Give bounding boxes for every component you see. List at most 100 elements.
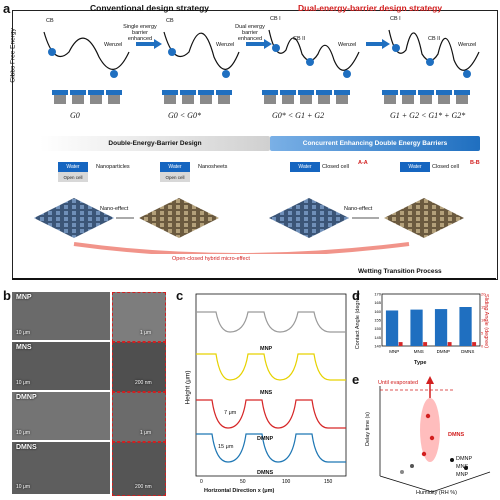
cb-label: CB	[46, 18, 54, 24]
formula-3: G0* < G1 + G2	[272, 111, 325, 120]
sample-name-dmnp: DMNP	[16, 394, 37, 401]
scale-left-mnp: 10 μm	[16, 330, 30, 336]
wenzel-label: Wenzel	[338, 42, 357, 48]
y-left-tick: 170	[374, 292, 381, 297]
open-cell-label: Open cell	[160, 172, 190, 182]
annot-7um: 7 μm	[224, 410, 237, 416]
category-label-dmnp: DMNP	[437, 349, 450, 354]
pillar-arrays-svg	[34, 198, 464, 254]
conventional-title: Conventional design strategy	[90, 3, 210, 13]
panel-d-xlabel: Type	[414, 360, 427, 366]
delay-time-3d-chart	[379, 376, 491, 493]
wenzel-label: Wenzel	[216, 42, 235, 48]
panel-e-label: e	[352, 372, 360, 387]
panel-c-label: c	[176, 288, 184, 303]
arrow-head	[264, 39, 272, 49]
panel-a-label: a	[3, 1, 11, 16]
pillar-array-dmns	[384, 198, 464, 238]
height-profile-chart: 0 50 100 150	[195, 293, 347, 484]
section-bb: B-B	[470, 160, 480, 166]
open-cell-label: Open cell	[58, 172, 88, 182]
energy-curve-2	[163, 31, 240, 70]
3d-axis-base	[379, 471, 491, 493]
nanosheets-label: Nanosheets	[198, 164, 228, 170]
series-label-mnp: MNP	[260, 346, 273, 352]
water-label: Water	[160, 162, 190, 172]
droplet-ball	[110, 70, 118, 78]
dual-enhanced-text: Dual energy barrier enhanced	[235, 24, 265, 42]
water-label: Water	[400, 162, 430, 172]
pillar-array-np	[34, 198, 114, 238]
series-label-mns: MNS	[260, 390, 273, 396]
data-point-mnp	[400, 470, 404, 474]
dmns-highlight	[420, 398, 440, 462]
microstructure-row	[52, 90, 470, 104]
scale-right-mnp: 1 μm	[140, 330, 152, 336]
scale-right-dmnp: 1 μm	[140, 430, 152, 436]
droplet-ball	[306, 58, 314, 66]
droplet-ball	[426, 58, 434, 66]
profile-line-dmnp	[196, 399, 346, 429]
legend-dmnp: DMNP	[456, 456, 473, 462]
bar-contact-angle-mns	[410, 309, 423, 346]
scale-right-mns: 200 nm	[135, 380, 152, 386]
bar-sliding-angle-mnp	[398, 342, 403, 346]
panel-d-ylabel-left: Contact Angle (degree)	[355, 292, 361, 350]
scale-left-dmnp: 10 μm	[16, 430, 30, 436]
panel-b-label: b	[3, 288, 11, 303]
dual-title: Dual-energy-barrier design strategy	[298, 3, 443, 13]
sem-dmns-left	[12, 442, 110, 494]
legend-dmns: DMNS	[448, 432, 465, 438]
wetting-transition-label: Wetting Transition Process	[358, 268, 442, 275]
bar-contact-angle-dmnp	[434, 309, 448, 346]
series-label-dmns: DMNS	[257, 470, 274, 476]
formula-4: G1 + G2 < G1* + G2*	[390, 111, 466, 120]
panel-e-xlabel: Humidity (RH %)	[416, 490, 457, 496]
data-point-mns	[410, 464, 414, 468]
y-left-tick: 140	[374, 344, 381, 349]
sample-name-mnp: MNP	[16, 294, 32, 301]
data-point-dmns	[429, 435, 435, 441]
droplet-ball	[343, 70, 351, 78]
panel-d-label: d	[352, 288, 360, 303]
until-evaporated-label: Until evaporated	[378, 380, 419, 386]
profile-line-dmns	[196, 433, 346, 463]
bar-contact-angle-dmns	[459, 307, 472, 346]
legend-mns: MNS	[456, 464, 469, 470]
cb-label: CB	[166, 18, 174, 24]
y-right-tick: 0	[481, 344, 484, 349]
y-right-tick: 15	[481, 305, 486, 310]
y-left-tick: 145	[374, 335, 381, 340]
droplet-ball	[48, 48, 56, 56]
sample-name-mns: MNS	[16, 344, 32, 351]
category-label-dmns: DMNS	[461, 349, 474, 354]
scale-left-mns: 10 μm	[16, 380, 30, 386]
y-left-tick: 160	[374, 309, 381, 314]
x-tick-100: 100	[282, 479, 291, 484]
data-point-dmnp	[464, 466, 468, 470]
sem-mnp-right	[112, 292, 166, 342]
wenzel-label: Wenzel	[104, 42, 123, 48]
bar-sliding-angle-mns	[423, 342, 428, 346]
annot-15um: 15 μm	[218, 444, 234, 450]
droplet-ball	[222, 70, 230, 78]
series-label-dmnp: DMNP	[257, 436, 274, 442]
formula-2: G0 < G0*	[168, 111, 201, 120]
sem-mns-left	[12, 342, 110, 390]
bar-contact-angle-mnp	[385, 310, 399, 346]
panel-c-xlabel: Horizontal Direction x (μm)	[204, 488, 275, 494]
single-enhanced-text: Single energy barrier enhanced	[123, 24, 157, 42]
cb2-label: CB II	[293, 36, 306, 42]
y-right-tick: 20	[481, 292, 486, 297]
sem-dmnp-right	[112, 392, 166, 442]
water-label: Water	[58, 162, 88, 172]
sample-name-dmns: DMNS	[16, 444, 37, 451]
droplet-ball	[392, 44, 400, 52]
concurrent-banner: Concurrent Enhancing Double Energy Barri…	[270, 136, 480, 151]
cb1-label: CB I	[270, 16, 281, 22]
plot-frame	[195, 293, 347, 477]
x-tick-150: 150	[324, 479, 333, 484]
droplet-ball	[463, 70, 471, 78]
nano-effect-label: Nano-effect	[100, 206, 129, 212]
